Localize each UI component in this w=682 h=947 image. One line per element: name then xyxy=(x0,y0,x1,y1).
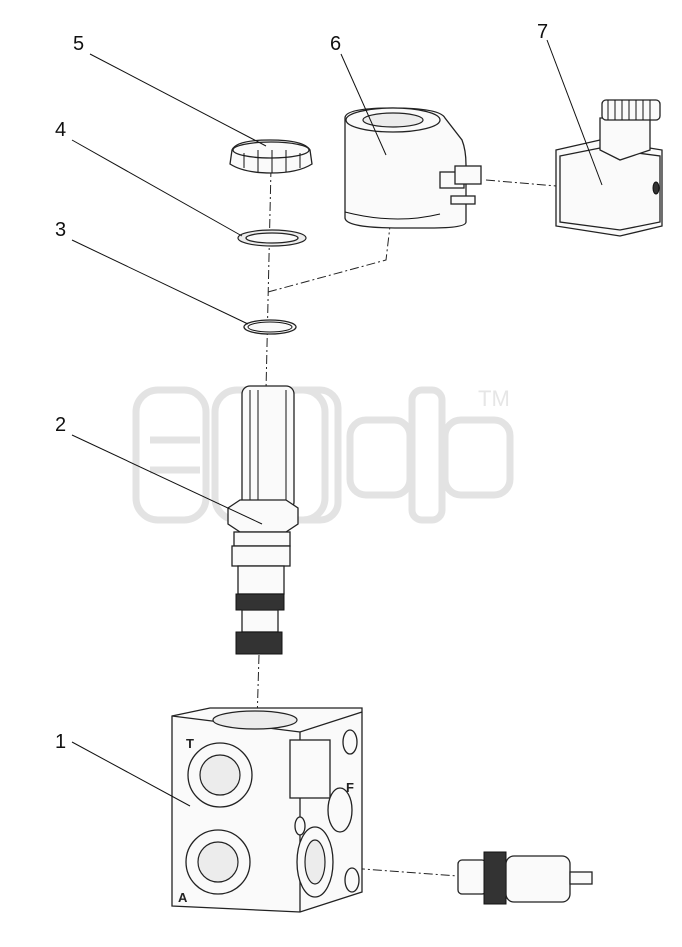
leader-lines xyxy=(71,39,603,807)
callout-labels: 5 4 3 2 6 7 1 xyxy=(55,21,548,753)
callout-6: 6 xyxy=(330,33,341,55)
part-2-valve-cartridge xyxy=(227,385,299,655)
part-7-connector-plug xyxy=(555,99,663,237)
callout-3: 3 xyxy=(55,219,66,241)
callout-5: 5 xyxy=(73,33,84,55)
watermark-logo: TM xyxy=(132,386,514,524)
callout-4: 4 xyxy=(55,119,66,141)
port-label-f: F xyxy=(346,780,354,795)
pressure-sensor xyxy=(457,851,593,905)
part-3-o-ring xyxy=(243,319,297,335)
part-4-washer xyxy=(237,229,307,247)
part-1-valve-block: T F A xyxy=(171,707,363,913)
watermark-tm: TM xyxy=(478,386,510,411)
callout-1: 1 xyxy=(55,731,66,753)
part-5-cap-nut xyxy=(229,139,313,174)
callout-2: 2 xyxy=(55,414,66,436)
callout-7: 7 xyxy=(537,21,548,43)
port-label-a: A xyxy=(178,890,188,905)
part-6-solenoid-coil xyxy=(344,107,482,229)
port-label-t: T xyxy=(186,736,194,751)
